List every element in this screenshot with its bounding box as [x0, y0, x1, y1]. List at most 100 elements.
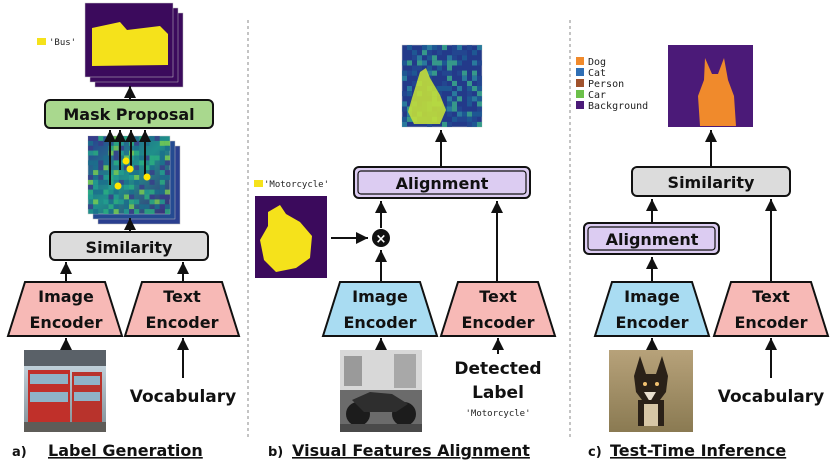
legend-swatch-background — [576, 101, 584, 109]
heat-cell — [113, 140, 119, 146]
heat-cell — [452, 101, 457, 107]
heat-cell — [144, 170, 150, 175]
heat-cell — [149, 165, 155, 171]
heat-cell — [144, 155, 150, 161]
text-encoder-b-line2: Encoder — [462, 313, 535, 332]
heat-cell — [164, 145, 170, 151]
heat-cell — [134, 140, 140, 146]
heat-cell — [447, 55, 452, 61]
heat-cell — [452, 60, 457, 66]
heat-cell — [412, 50, 417, 56]
heat-cell — [462, 111, 467, 117]
heat-cell — [427, 65, 432, 71]
heat-cell — [407, 60, 412, 66]
heat-cell — [139, 136, 145, 141]
heat-cell — [113, 209, 119, 214]
heat-cell — [402, 70, 407, 76]
legend-swatch-car — [576, 90, 584, 98]
heat-cell — [164, 204, 170, 210]
heat-cell — [472, 70, 477, 76]
heat-cell — [462, 55, 467, 61]
heat-cell — [422, 50, 427, 56]
heat-cell — [129, 170, 135, 175]
heat-cell — [159, 165, 165, 171]
heat-cell — [88, 145, 94, 151]
legend-swatch-dog — [576, 57, 584, 65]
heat-cell — [134, 150, 140, 156]
heat-cell — [88, 140, 94, 146]
heat-cell — [407, 45, 412, 51]
heat-cell — [164, 155, 170, 161]
similarity-box-a — [49, 231, 209, 261]
heat-cell — [134, 145, 140, 151]
point-marker-2 — [122, 157, 130, 165]
motorcycle-tag-swatch — [254, 180, 263, 187]
heat-cell — [407, 86, 412, 92]
motorcycle-mask-shape — [260, 205, 312, 272]
vocabulary-label-a: Vocabulary — [130, 387, 237, 407]
heat-cell — [477, 80, 482, 86]
text-encoder-a-line1: Text — [163, 287, 201, 306]
heat-cell — [427, 121, 432, 127]
heat-cell — [108, 199, 114, 205]
text-encoder-a — [123, 281, 241, 337]
image-encoder-a-line2: Encoder — [30, 313, 103, 332]
heat-cell — [144, 165, 150, 171]
dog-photo — [609, 350, 693, 432]
heat-cell — [467, 121, 472, 127]
heat-cell — [442, 60, 447, 66]
heat-cell — [93, 209, 99, 214]
heat-cell — [98, 189, 104, 195]
heat-cell — [113, 136, 119, 141]
heat-cell — [437, 60, 442, 66]
heat-cell — [149, 136, 155, 141]
heat-cell — [118, 160, 124, 166]
vocabulary-label-c: Vocabulary — [718, 387, 825, 407]
heat-cell — [447, 65, 452, 71]
heat-cell — [93, 165, 99, 171]
heat-cell — [88, 136, 94, 141]
alignment-box-c-inner — [587, 226, 716, 251]
similarity-label-a: Similarity — [86, 238, 173, 257]
heat-cell — [447, 75, 452, 81]
heat-cell — [447, 60, 452, 66]
heat-cell — [417, 65, 422, 71]
heat-cell — [144, 204, 150, 210]
motorcycle-tag-label: 'Motorcycle' — [264, 180, 329, 190]
heat-cell — [447, 106, 452, 112]
heat-cell — [467, 91, 472, 97]
heat-cell — [159, 204, 165, 210]
heat-cell — [467, 86, 472, 92]
heat-cell — [108, 150, 114, 156]
heat-cell — [118, 179, 124, 185]
heat-cell — [462, 116, 467, 122]
heat-cell — [442, 70, 447, 76]
heat-cell — [118, 140, 124, 146]
point-marker-4 — [143, 173, 151, 181]
heat-cell — [462, 75, 467, 81]
heat-cell — [159, 184, 165, 190]
heat-cell — [159, 170, 165, 175]
text-encoder-c-line1: Text — [752, 287, 790, 306]
caption-c-prefix: c) — [588, 445, 602, 460]
aligned-heatmap-highlight — [408, 68, 446, 124]
heat-cell — [452, 45, 457, 51]
heat-cell — [477, 101, 482, 107]
heat-cell — [154, 155, 160, 161]
heat-cell — [103, 189, 109, 195]
heat-cell — [432, 60, 437, 66]
heat-cell — [113, 204, 119, 210]
heat-cell — [98, 175, 104, 180]
heat-cell — [134, 165, 140, 171]
heat-cell — [472, 86, 477, 92]
heat-cell — [164, 175, 170, 180]
heat-cell — [159, 155, 165, 161]
heat-cell — [437, 91, 442, 97]
heat-cell — [412, 65, 417, 71]
heat-cell — [467, 101, 472, 107]
image-encoder-c — [593, 281, 711, 337]
heat-cell — [452, 50, 457, 56]
heat-cell — [442, 45, 447, 51]
